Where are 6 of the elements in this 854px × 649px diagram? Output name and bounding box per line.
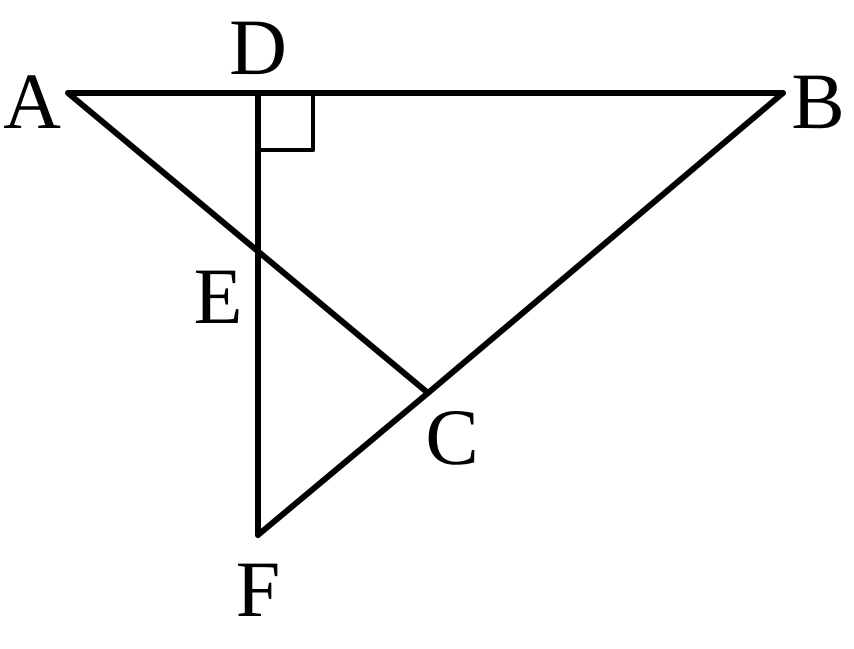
point-label: E — [194, 257, 242, 337]
point-label: B — [791, 62, 845, 142]
point-label: A — [3, 62, 61, 142]
point-label: F — [236, 550, 280, 630]
point-label: C — [425, 398, 479, 478]
point-label: D — [229, 8, 287, 88]
